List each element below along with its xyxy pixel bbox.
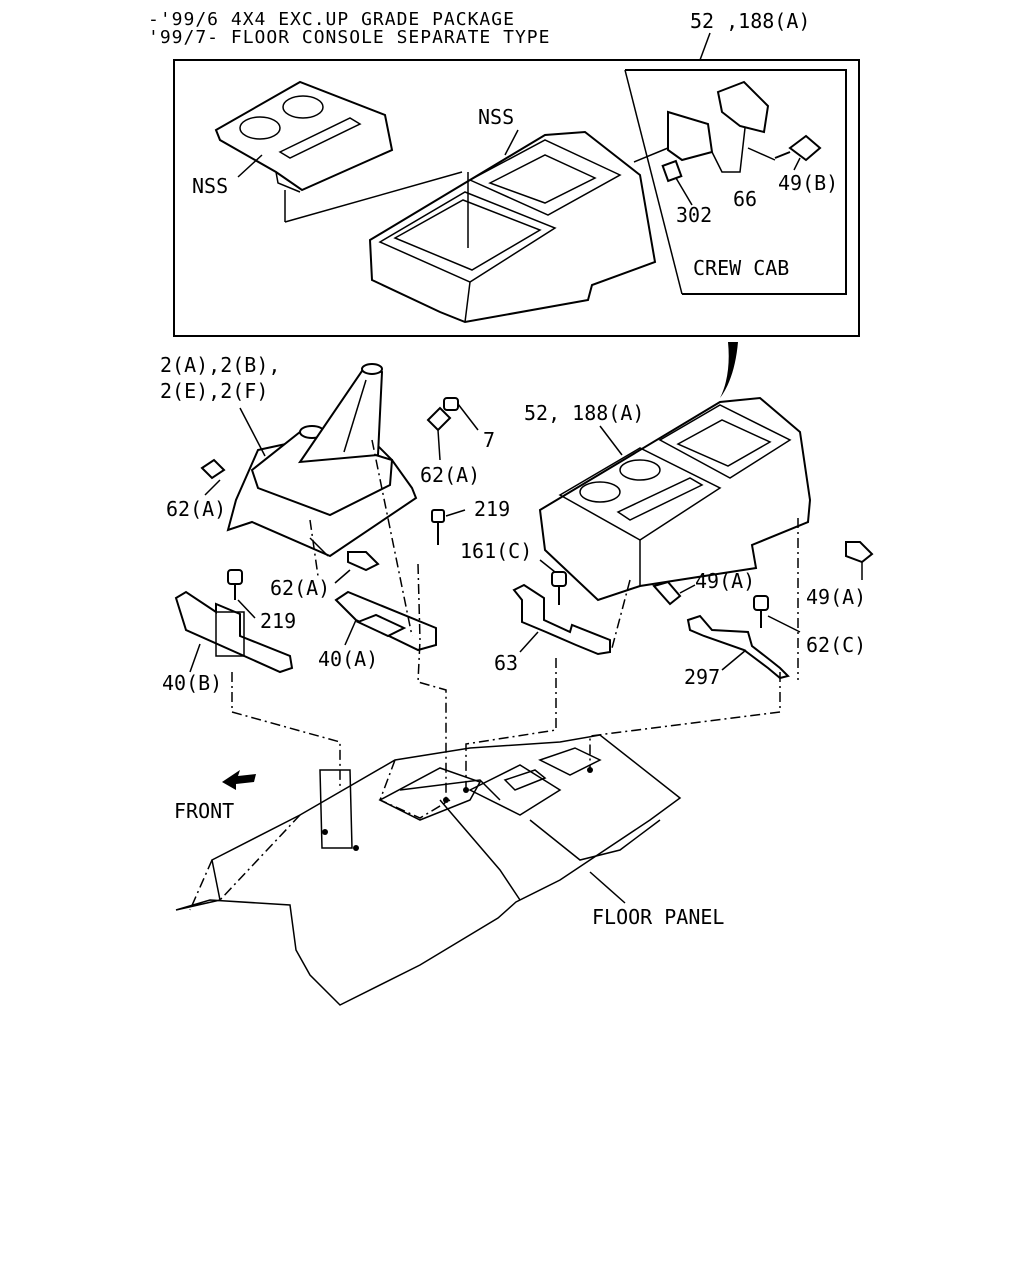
screw-62a-upper <box>426 406 452 461</box>
front-label: FRONT <box>174 799 234 823</box>
cup-holder-tray-inset <box>214 80 394 193</box>
crew-cab-box <box>625 69 847 295</box>
bracket-297 <box>686 614 790 680</box>
nss-right-label: NSS <box>478 105 514 129</box>
console-inset <box>368 130 657 324</box>
part-63-label: 63 <box>494 651 518 675</box>
part-219-1-label: 219 <box>474 497 510 521</box>
shift-boot-label-line-1: 2(A),2(B), <box>160 353 280 377</box>
screw-62c <box>753 595 801 633</box>
bracket-40b <box>174 590 294 674</box>
bolt-219-left <box>227 569 256 619</box>
part-219-2-label: 219 <box>260 609 296 633</box>
clip-7 <box>443 397 479 431</box>
part-40b-label: 40(B) <box>162 671 222 695</box>
inset-box: 52 ,188(A) CREW CAB NSS NSS <box>173 9 860 337</box>
header-line-1: -'99/6 4X4 EXC.UP GRADE PACKAGE <box>148 9 515 30</box>
part-40a-label: 40(A) <box>318 647 378 671</box>
part-302-label: 302 <box>676 203 712 227</box>
part-62c-label: 62(C) <box>806 633 866 657</box>
screw-62a-left <box>200 458 226 496</box>
shift-boot-assembly <box>226 363 418 558</box>
floor-panel <box>175 734 682 1006</box>
inset-top-ref-label: 52 ,188(A) <box>690 9 810 33</box>
screw-161c <box>551 571 567 605</box>
screw-62a-bottom <box>334 551 380 584</box>
front-arrow-icon <box>222 770 256 790</box>
part-49a-1-label: 49(A) <box>695 569 755 593</box>
part-66-label: 66 <box>733 187 757 211</box>
shift-boot-label-line-2: 2(E),2(F) <box>160 379 268 403</box>
crew-cab-parts <box>661 80 822 183</box>
part-297-label: 297 <box>684 665 720 689</box>
part-7-label: 7 <box>483 428 495 452</box>
screw-49a-right <box>845 541 874 580</box>
nss-left-label: NSS <box>192 174 228 198</box>
pointer-arrow <box>720 342 738 398</box>
part-161c-label: 161(C) <box>460 539 532 563</box>
leader-lines <box>231 439 799 800</box>
bracket-63 <box>512 583 611 656</box>
part-62a-2-label: 62(A) <box>166 497 226 521</box>
part-49a-2-label: 49(A) <box>806 585 866 609</box>
bolt-219-right <box>431 509 466 545</box>
console-main <box>538 396 812 602</box>
floor-panel-label: FLOOR PANEL <box>592 905 724 929</box>
part-62a-3-label: 62(A) <box>270 576 330 600</box>
console-ref-label: 52, 188(A) <box>524 401 644 425</box>
part-49b-label: 49(B) <box>778 171 838 195</box>
crew-cab-label: CREW CAB <box>693 256 789 280</box>
part-62a-1-label: 62(A) <box>420 463 480 487</box>
bracket-40a <box>334 590 437 652</box>
screw-49a-center <box>652 580 682 606</box>
header-line-2: '99/7- FLOOR CONSOLE SEPARATE TYPE <box>148 27 550 48</box>
